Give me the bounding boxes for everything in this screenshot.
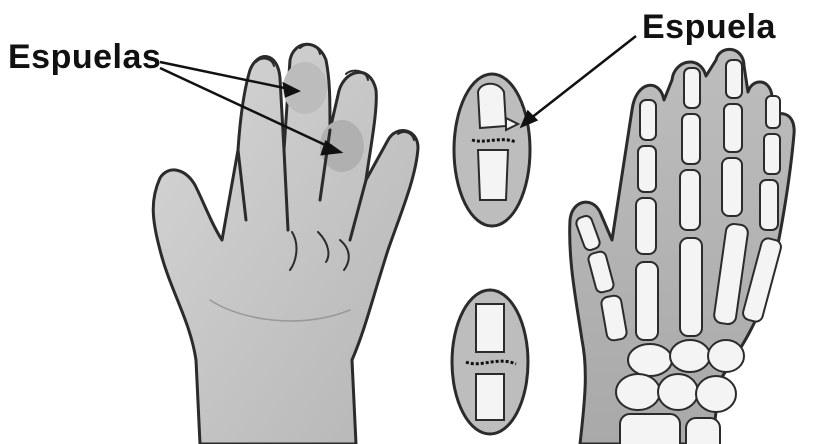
- hand-palm: [153, 44, 418, 444]
- right-label-arrow: [522, 36, 636, 126]
- label-espuela: Espuela: [642, 10, 776, 44]
- hand-illustration: [153, 44, 418, 444]
- hand-skeleton: [570, 49, 794, 444]
- finger-joint-closeup-lower: [452, 290, 528, 434]
- label-espuelas: Espuelas: [8, 40, 161, 74]
- finger-joint-closeup-upper: [454, 74, 530, 226]
